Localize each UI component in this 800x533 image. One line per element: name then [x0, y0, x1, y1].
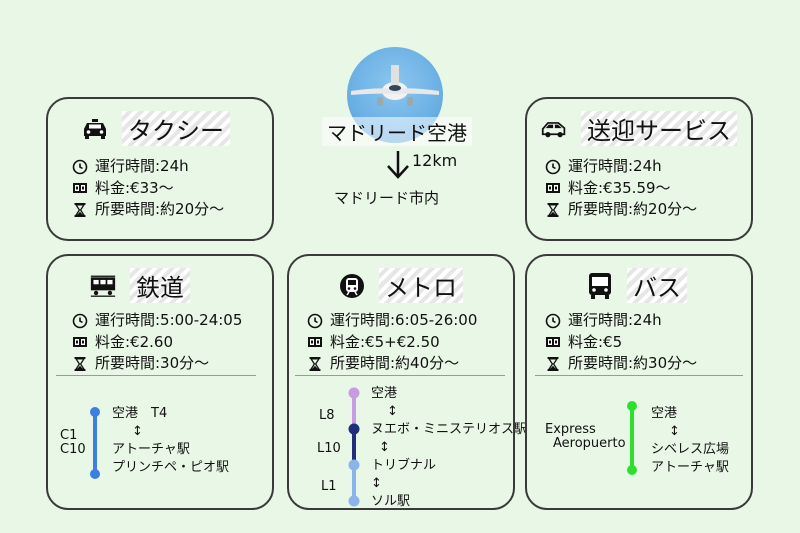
- card-title: メトロ: [379, 268, 463, 303]
- line-label: C10: [60, 442, 86, 457]
- card-title: タクシー: [122, 111, 230, 146]
- fare-text: 料金:€33〜: [95, 178, 174, 197]
- duration-text: 所要時間:約20分〜: [568, 200, 698, 218]
- clock-icon: [545, 313, 561, 329]
- arrow-icon: ↕: [387, 404, 398, 419]
- duration-text: 所要時間:約20分〜: [95, 200, 225, 218]
- stop-label: 空港 T4: [112, 406, 168, 421]
- down-arrow-icon: [386, 150, 410, 184]
- fare-text: 料金:€5+€2.50: [330, 332, 440, 351]
- stop-label: トリブナル: [371, 458, 437, 473]
- line-label: Express: [545, 422, 596, 437]
- hours-text: 運行時間:24h: [568, 311, 662, 329]
- arrow-icon: ↕: [132, 424, 143, 439]
- metro-icon: [339, 273, 365, 298]
- hours-text: 運行時間:5:00-24:05: [95, 311, 243, 329]
- distance-label: 12km: [412, 151, 458, 170]
- duration-text: 所要時間:30分〜: [95, 354, 210, 372]
- line-label: L10: [317, 441, 341, 456]
- divider: [535, 375, 743, 376]
- city-name: マドリード市内: [334, 189, 440, 207]
- line-label: Aeropuerto: [553, 436, 626, 451]
- hourglass-icon: [72, 356, 88, 372]
- line-label: L8: [319, 408, 335, 423]
- bus-card: バス 運行時間:24h 料金:€5 所要時間:約30分〜 Express Aer…: [525, 254, 753, 510]
- duration-text: 所要時間:約40分〜: [330, 354, 460, 372]
- stop-label: シベレス広場: [651, 442, 730, 457]
- ticket-icon: [545, 334, 561, 350]
- arrow-icon: ↕: [371, 476, 382, 491]
- taxi-icon: [82, 118, 108, 140]
- bus-info: 運行時間:24h 料金:€5 所要時間:約30分〜: [545, 310, 697, 375]
- clock-icon: [307, 313, 323, 329]
- taxi-card: タクシー 運行時間:24h 料金:€33〜 所要時間:約20分〜: [46, 97, 274, 241]
- stop-label: 空港: [371, 386, 398, 401]
- ticket-icon: [72, 180, 88, 196]
- hourglass-icon: [545, 202, 561, 218]
- metro-info: 運行時間:6:05-26:00 料金:€5+€2.50 所要時間:約40分〜: [307, 310, 477, 375]
- card-title: バス: [627, 268, 687, 303]
- train-icon: [90, 275, 116, 297]
- bus-route-line: [625, 400, 639, 482]
- line-label: C1: [60, 428, 78, 443]
- stop-label: ソル駅: [371, 494, 411, 509]
- fare-text: 料金:€35.59〜: [568, 178, 671, 197]
- car-icon: [541, 118, 567, 140]
- card-title: 送迎サービス: [581, 111, 737, 146]
- hourglass-icon: [72, 202, 88, 218]
- shuttle-card: 送迎サービス 運行時間:24h 料金:€35.59〜 所要時間:約20分〜: [525, 97, 753, 241]
- stop-label: プリンチペ・ピオ駅: [112, 460, 230, 475]
- rail-info: 運行時間:5:00-24:05 料金:€2.60 所要時間:30分〜: [72, 310, 242, 375]
- ticket-icon: [307, 334, 323, 350]
- hours-text: 運行時間:24h: [568, 157, 662, 175]
- clock-icon: [72, 159, 88, 175]
- stop-label: 空港: [651, 406, 678, 421]
- duration-text: 所要時間:約30分〜: [568, 354, 698, 372]
- fare-text: 料金:€5: [568, 332, 623, 351]
- divider: [56, 375, 256, 376]
- stop-label: アトーチャ駅: [651, 460, 729, 475]
- metro-card: メトロ 運行時間:6:05-26:00 料金:€5+€2.50 所要時間:約40…: [287, 254, 527, 511]
- shuttle-info: 運行時間:24h 料金:€35.59〜 所要時間:約20分〜: [545, 156, 697, 221]
- bus-icon: [587, 272, 613, 299]
- clock-icon: [545, 159, 561, 175]
- fare-text: 料金:€2.60: [95, 332, 173, 351]
- hourglass-icon: [545, 356, 561, 372]
- line-label: L1: [321, 479, 337, 494]
- stop-label: ヌエボ・ミニステリオス駅: [371, 422, 528, 437]
- metro-route-line: [347, 387, 361, 511]
- taxi-info: 運行時間:24h 料金:€33〜 所要時間:約20分〜: [72, 156, 224, 221]
- hours-text: 運行時間:24h: [95, 157, 189, 175]
- card-title: 鉄道: [130, 268, 190, 303]
- clock-icon: [72, 313, 88, 329]
- stop-label: アトーチャ駅: [112, 442, 190, 457]
- arrow-icon: ↕: [379, 440, 390, 455]
- hours-text: 運行時間:6:05-26:00: [330, 311, 478, 329]
- airport-name: マドリード空港: [322, 117, 472, 146]
- rail-route-line: [88, 406, 102, 486]
- ticket-icon: [545, 180, 561, 196]
- arrow-icon: ↕: [669, 424, 680, 439]
- ticket-icon: [72, 334, 88, 350]
- hourglass-icon: [307, 356, 323, 372]
- divider: [295, 375, 505, 376]
- rail-card: 鉄道 運行時間:5:00-24:05 料金:€2.60 所要時間:30分〜 C1…: [46, 254, 274, 510]
